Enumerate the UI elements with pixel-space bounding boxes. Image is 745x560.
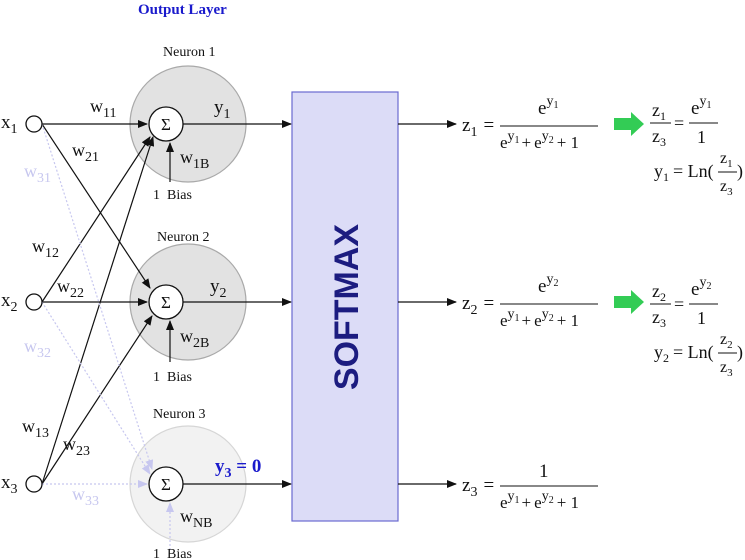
svg-text:y1= Ln(: y1= Ln( xyxy=(654,161,714,184)
weight-w31: w31 xyxy=(24,161,51,186)
svg-text:z2: z2 xyxy=(652,281,666,304)
softmax-box xyxy=(291,91,399,522)
svg-text:): ) xyxy=(737,161,743,182)
bias-label-1: 1 Bias xyxy=(153,188,192,203)
svg-text:1: 1 xyxy=(697,127,706,147)
input-node-1 xyxy=(25,115,43,133)
svg-text:y2= Ln(: y2= Ln( xyxy=(654,342,714,365)
sum-icon: Σ xyxy=(161,115,171,134)
z2-denominator: ey1+ey2+ 1 xyxy=(500,307,579,330)
weight-w12: w12 xyxy=(32,236,59,261)
bias-label-3: 1 Bias xyxy=(153,547,192,560)
weight-w33: w33 xyxy=(72,484,99,509)
svg-text:z3: z3 xyxy=(652,126,666,149)
sum-icon: Σ xyxy=(161,475,171,494)
bias-label-2: 1 Bias xyxy=(153,370,192,385)
weight-wNB: wNB xyxy=(180,506,212,531)
weight-w2B: w2B xyxy=(180,326,209,351)
z3-numerator: 1 xyxy=(539,461,549,482)
weight-w1B: w1B xyxy=(180,147,209,172)
svg-text:ey1: ey1 xyxy=(691,94,711,119)
svg-text:z1: z1 xyxy=(652,100,666,123)
ratio-z1-z3: z1 z3 = ey1 1 xyxy=(650,94,718,149)
sum-node-1: Σ xyxy=(148,106,184,142)
svg-text:1: 1 xyxy=(697,308,706,328)
svg-text:z3: z3 xyxy=(720,359,733,379)
svg-text:z3: z3 xyxy=(652,307,666,330)
softmax-output-arrows xyxy=(398,120,457,488)
sum-node-3: Σ xyxy=(148,466,184,502)
log-y1: y1= Ln( z1 z3 ) xyxy=(654,150,743,198)
formula-z1: z1= ey1 ey1+ey2+ 1 xyxy=(462,94,598,152)
input-node-2 xyxy=(25,293,43,311)
weight-w21: w21 xyxy=(72,140,99,165)
neuron-3-label: Neuron 3 xyxy=(153,407,206,422)
weight-w11: w11 xyxy=(90,96,116,121)
green-arrow-icon xyxy=(614,290,644,314)
output-y1: y1 xyxy=(214,97,231,122)
layer-title: Output Layer xyxy=(138,2,227,18)
svg-text:z2=: z2= xyxy=(462,293,494,318)
neuron-output-arrows xyxy=(183,120,292,488)
svg-text:): ) xyxy=(737,342,743,363)
z1-numerator: ey1 xyxy=(538,94,558,119)
z2-numerator: ey2 xyxy=(538,272,558,297)
solid-connections xyxy=(41,120,155,485)
input-label-x3: x3 xyxy=(1,472,18,497)
z1-denominator: ey1+ey2+ 1 xyxy=(500,129,579,152)
sum-node-2: Σ xyxy=(148,284,184,320)
svg-text:z1=: z1= xyxy=(462,115,494,140)
faint-connections xyxy=(41,123,154,488)
svg-text:z3: z3 xyxy=(720,178,733,198)
ratio-z2-z3: z2 z3 = ey2 1 xyxy=(650,275,718,330)
softmax-label: SOFTMAX xyxy=(328,224,366,391)
green-arrow-icon xyxy=(614,112,644,136)
svg-text:z3=: z3= xyxy=(462,475,494,500)
svg-text:z2: z2 xyxy=(720,331,733,351)
weight-w13: w13 xyxy=(22,416,49,441)
output-y2: y2 xyxy=(210,276,227,301)
formula-z3: z3= 1 ey1+ey2+ 1 xyxy=(462,461,598,512)
formula-z2: z2= ey2 ey1+ey2+ 1 xyxy=(462,272,598,330)
svg-text:=: = xyxy=(674,294,684,314)
z3-denominator: ey1+ey2+ 1 xyxy=(500,489,579,512)
neuron-2-label: Neuron 2 xyxy=(157,230,210,245)
log-y2: y2= Ln( z2 z3 ) xyxy=(654,331,743,379)
output-y3: y3 = 0 xyxy=(215,456,261,481)
svg-text:z1: z1 xyxy=(720,150,733,170)
weight-w22: w22 xyxy=(57,276,84,301)
input-node-3 xyxy=(25,475,43,493)
weight-w23: w23 xyxy=(63,434,90,459)
sum-icon: Σ xyxy=(161,293,171,312)
svg-text:=: = xyxy=(674,113,684,133)
neuron-1-label: Neuron 1 xyxy=(163,45,216,60)
input-label-x1: x1 xyxy=(1,112,18,137)
weight-w32: w32 xyxy=(24,336,51,361)
svg-text:ey2: ey2 xyxy=(691,275,711,300)
input-label-x2: x2 xyxy=(1,290,18,315)
